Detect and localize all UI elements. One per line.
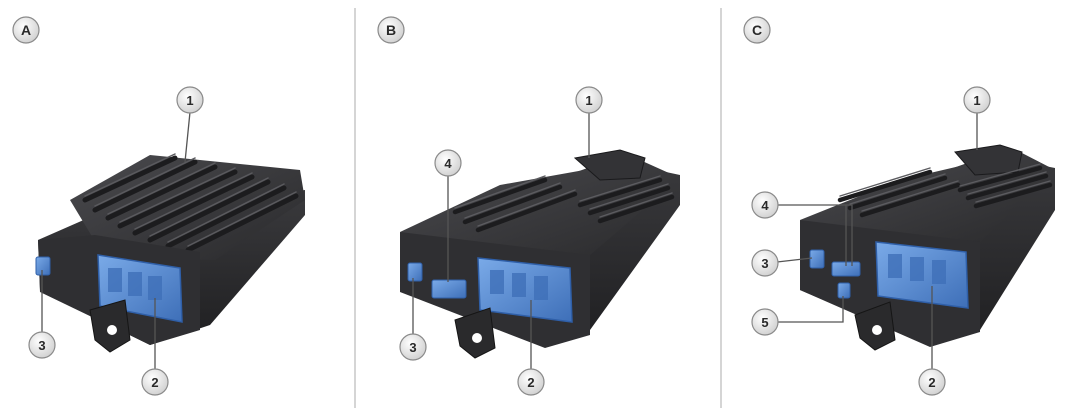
control-module-b xyxy=(400,149,680,359)
svg-text:1: 1 xyxy=(186,93,193,108)
callout-a-2: 2 xyxy=(141,298,169,396)
callout-b-4: 4 xyxy=(434,149,462,282)
panel-label-a: A xyxy=(12,16,40,44)
callout-a-1: 1 xyxy=(176,86,204,163)
panel-a: A xyxy=(12,16,305,396)
svg-text:B: B xyxy=(386,22,396,38)
svg-text:2: 2 xyxy=(527,375,534,390)
secondary-connector-b xyxy=(431,279,467,299)
callout-c-1: 1 xyxy=(963,86,991,150)
svg-text:C: C xyxy=(752,22,762,38)
callout-b-2: 2 xyxy=(517,300,545,396)
svg-text:A: A xyxy=(21,22,31,38)
svg-text:3: 3 xyxy=(38,338,45,353)
svg-text:5: 5 xyxy=(761,315,768,330)
panel-c: C xyxy=(743,16,1055,396)
control-module-a xyxy=(35,153,305,353)
svg-text:3: 3 xyxy=(761,256,768,271)
panel-label-b: B xyxy=(377,16,405,44)
antenna-connector-a xyxy=(35,256,51,276)
svg-text:1: 1 xyxy=(973,93,980,108)
callout-b-3: 3 xyxy=(399,278,427,361)
svg-text:4: 4 xyxy=(444,156,452,171)
callout-c-2: 2 xyxy=(918,286,946,396)
callout-c-4: 4 xyxy=(751,191,853,266)
svg-text:4: 4 xyxy=(761,198,769,213)
panel-label-c: C xyxy=(743,16,771,44)
svg-text:2: 2 xyxy=(928,375,935,390)
callout-c-5: 5 xyxy=(751,296,844,336)
svg-text:1: 1 xyxy=(585,93,592,108)
svg-text:3: 3 xyxy=(409,340,416,355)
antenna-connector-b xyxy=(407,262,423,282)
control-module-c xyxy=(800,144,1055,351)
main-connector-b xyxy=(477,257,573,323)
panel-b: B xyxy=(377,16,680,396)
callout-b-1: 1 xyxy=(575,86,603,158)
auxiliary-connector-c xyxy=(837,282,851,299)
callout-c-3: 3 xyxy=(751,249,813,277)
main-connector-c xyxy=(875,241,969,309)
callout-a-3: 3 xyxy=(28,270,56,359)
svg-text:2: 2 xyxy=(151,375,158,390)
antenna-connector-c xyxy=(809,249,825,269)
